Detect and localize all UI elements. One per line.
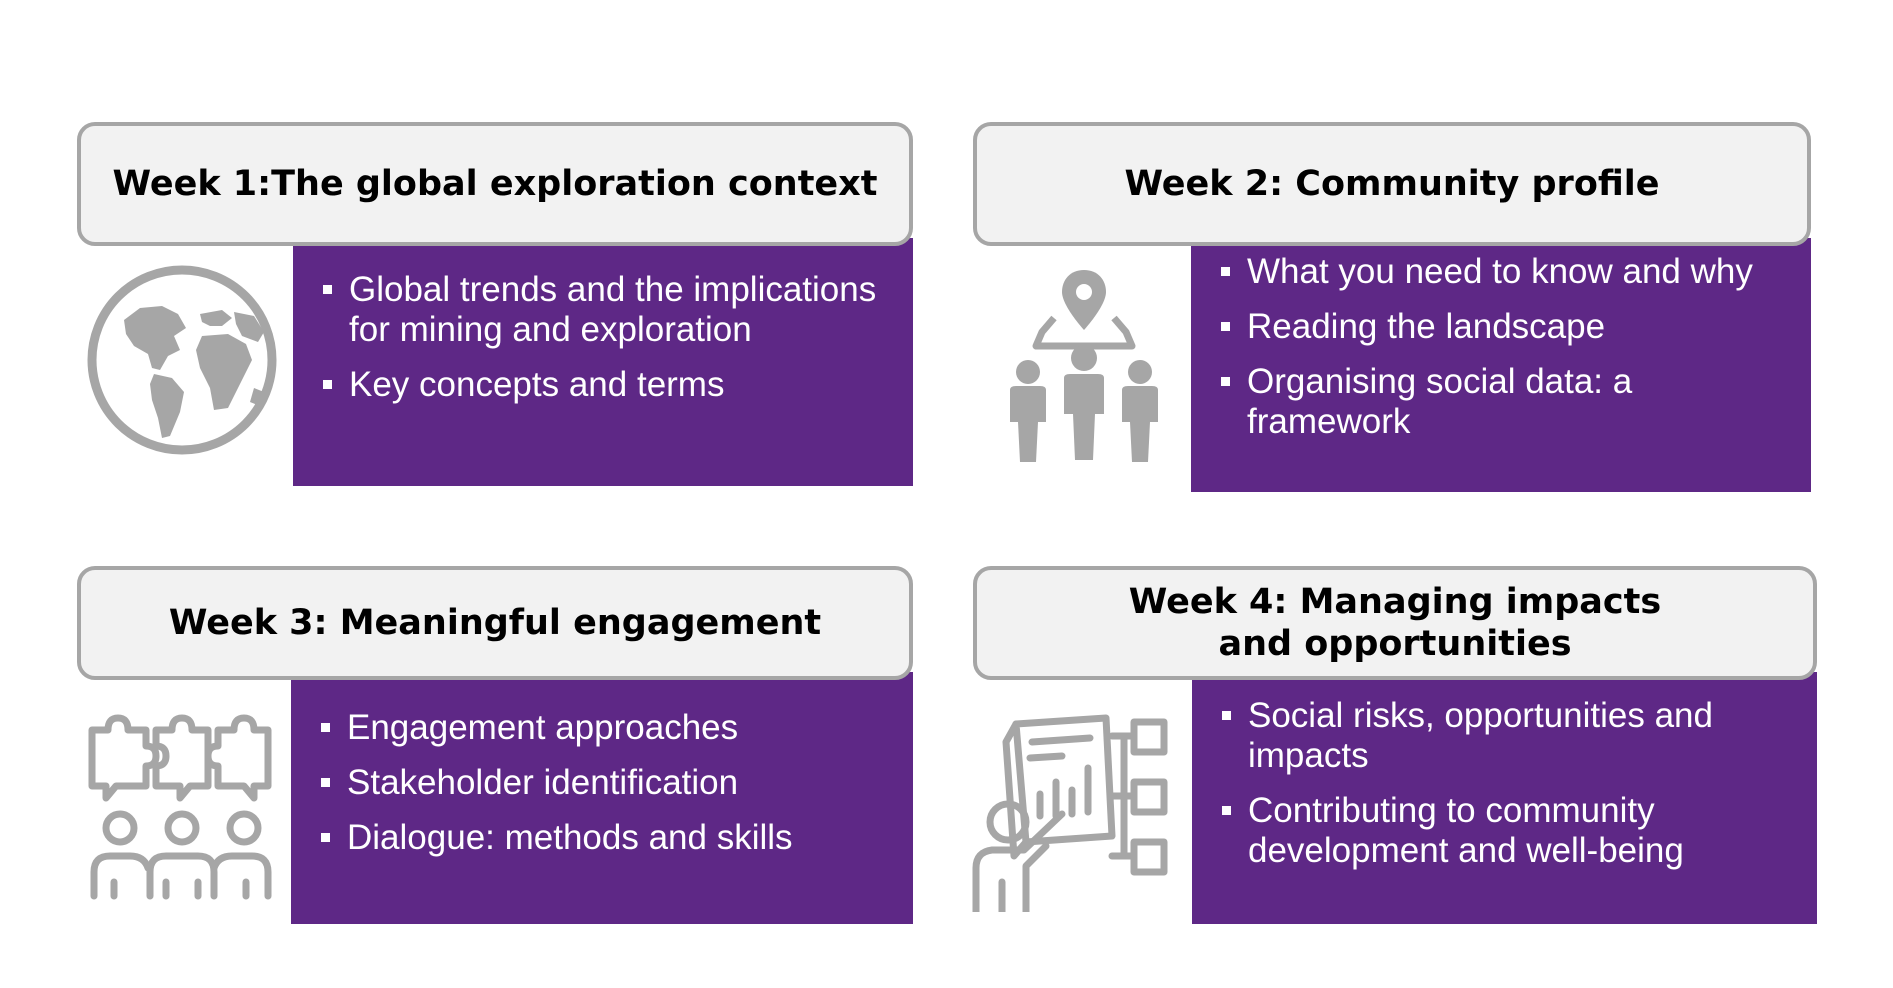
week-2-panel: What you need to know and why Reading th… [1191, 238, 1811, 492]
week-4-panel: Social risks, opportunities and impacts … [1192, 672, 1817, 924]
week-2-bullets: What you need to know and why Reading th… [1221, 252, 1791, 442]
week-3-title: Week 3: Meaningful engagement [168, 603, 822, 643]
week-1-bullets: Global trends and the implications for m… [323, 270, 893, 405]
week-3-bullet: Dialogue: methods and skills [321, 818, 893, 858]
week-1-bullet: Key concepts and terms [323, 365, 893, 405]
week-3-header: Week 3: Meaningful engagement [77, 566, 913, 680]
week-2-bullet: What you need to know and why [1221, 252, 1791, 292]
week-4-bullet: Contributing to community development an… [1222, 791, 1797, 871]
presentation-analysis-icon [966, 706, 1172, 912]
week-2-header: Week 2: Community profile [973, 122, 1811, 246]
community-location-icon [1006, 262, 1162, 468]
week-3-bullet: Stakeholder identification [321, 763, 893, 803]
week-4-title: Week 4: Managing impacts and opportuniti… [1128, 582, 1662, 664]
week-4-bullets: Social risks, opportunities and impacts … [1222, 696, 1797, 871]
week-4-header: Week 4: Managing impacts and opportuniti… [973, 566, 1817, 680]
week-2-bullet: Reading the landscape [1221, 307, 1791, 347]
week-3-bullet: Engagement approaches [321, 708, 893, 748]
week-2-title: Week 2: Community profile [1124, 164, 1660, 204]
week-3-panel: Engagement approaches Stakeholder identi… [291, 672, 913, 924]
week-1-header: Week 1:The global exploration context [77, 122, 913, 246]
week-3-bullets: Engagement approaches Stakeholder identi… [321, 708, 893, 858]
globe-icon [82, 260, 282, 460]
week-4-bullet: Social risks, opportunities and impacts [1222, 696, 1797, 776]
week-1-bullet: Global trends and the implications for m… [323, 270, 893, 350]
week-1-title: Week 1:The global exploration context [112, 164, 878, 204]
engagement-puzzle-icon [86, 712, 276, 902]
week-2-bullet: Organising social data: a framework [1221, 362, 1791, 442]
week-1-panel: Global trends and the implications for m… [293, 238, 913, 486]
